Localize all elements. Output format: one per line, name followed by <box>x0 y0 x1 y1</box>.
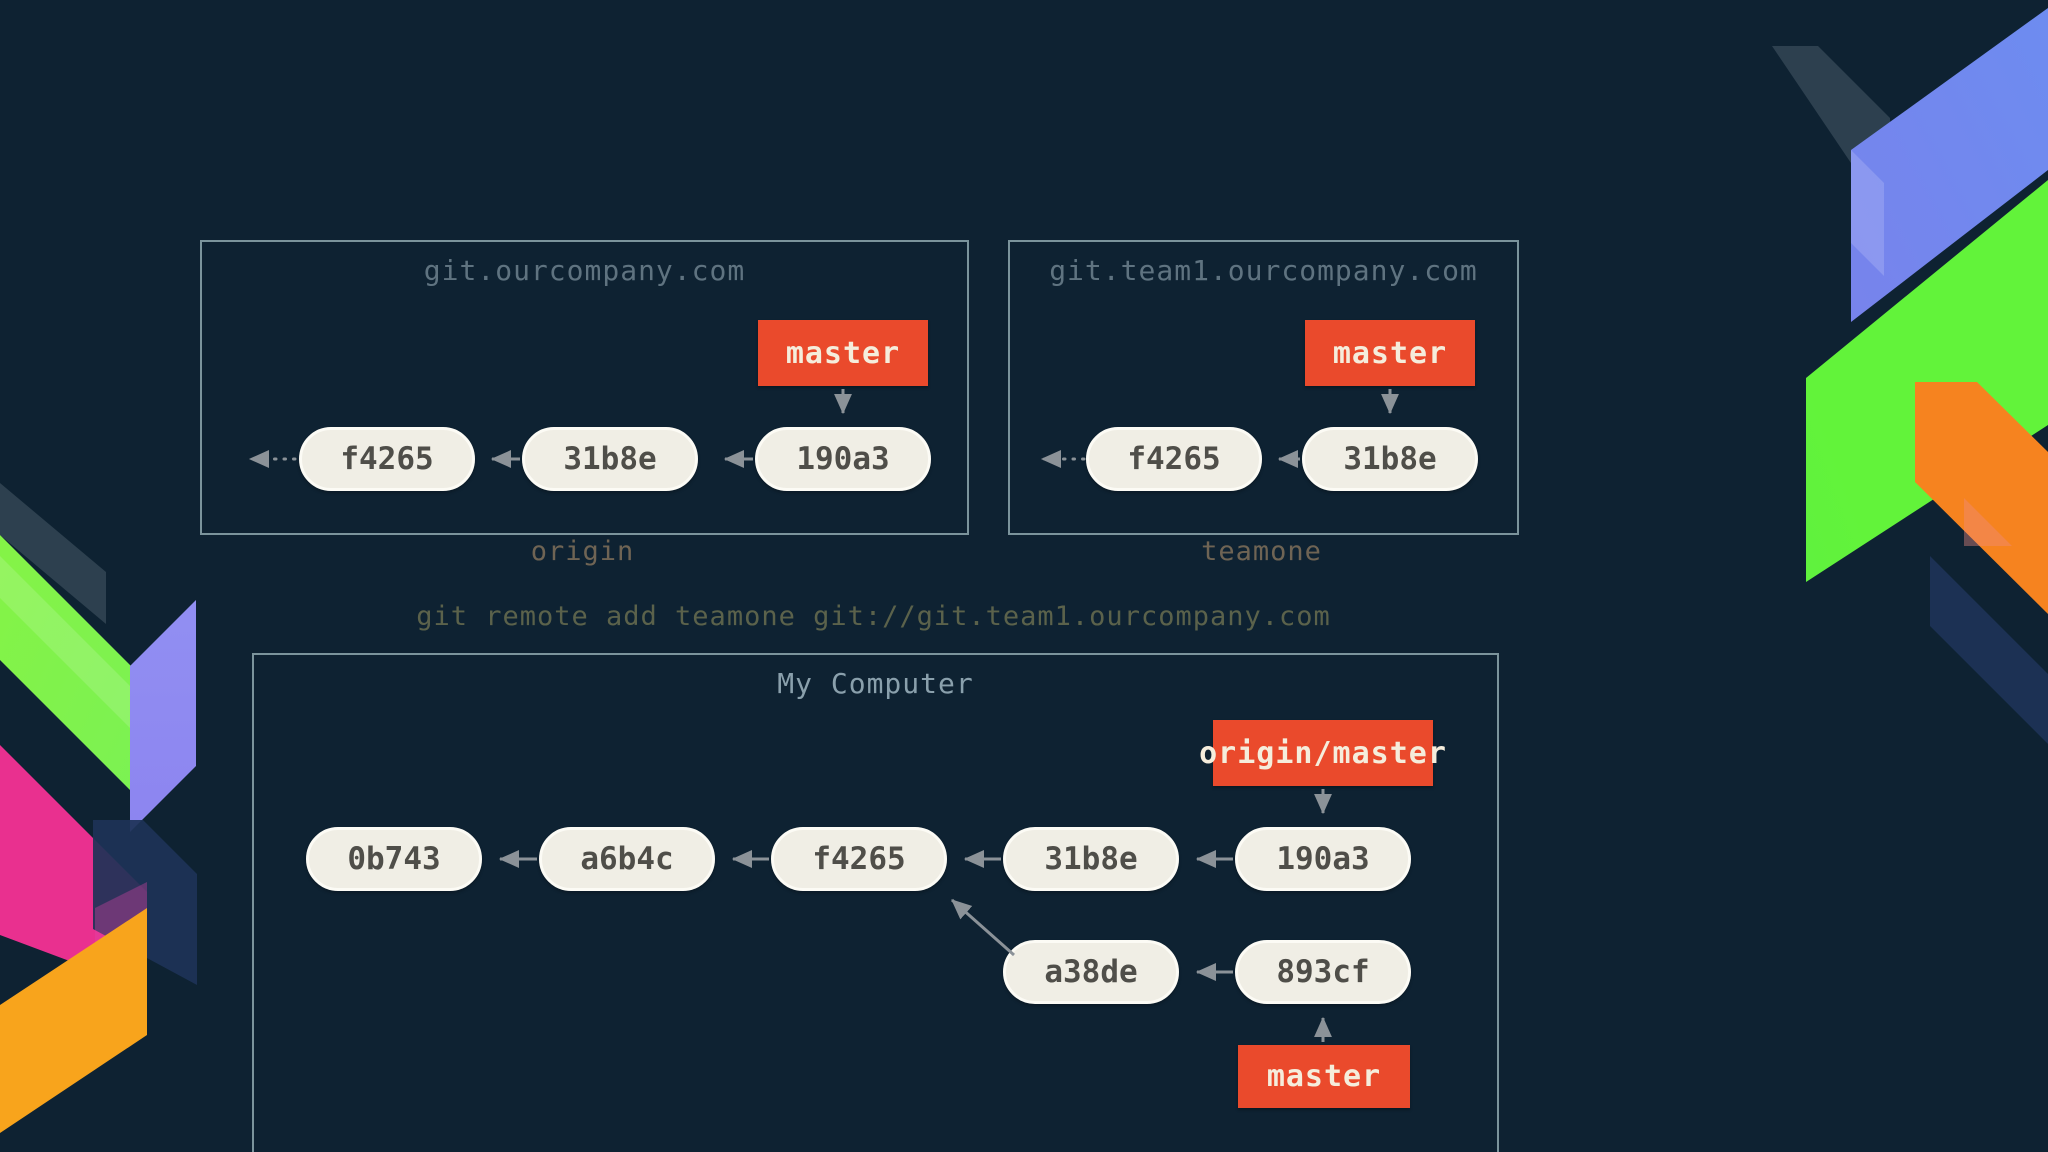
ref-badge-origin-master-local: origin/master <box>1199 720 1446 786</box>
commit-node-local-0b743: 0b743 <box>306 827 482 891</box>
commit-node-local-190a3: 190a3 <box>1235 827 1411 891</box>
commit-node-local-31b8e: 31b8e <box>1003 827 1179 891</box>
remote-box-teamone: git.team1.ourcompany.com <box>1008 240 1519 535</box>
commit-node-origin-190a3: 190a3 <box>755 427 931 491</box>
remote-teamone-label: teamone <box>1201 536 1322 567</box>
command-text: git remote add teamone git://git.team1.o… <box>416 601 1331 632</box>
branch-badge-local-master: master <box>1238 1045 1410 1108</box>
commit-node-local-893cf: 893cf <box>1235 940 1411 1004</box>
local-box-my-computer: My Computer <box>252 653 1499 1152</box>
commit-node-origin-f4265: f4265 <box>299 427 475 491</box>
commit-node-local-a6b4c: a6b4c <box>539 827 715 891</box>
remote-teamone-title: git.team1.ourcompany.com <box>1049 254 1478 287</box>
commit-node-local-f4265: f4265 <box>771 827 947 891</box>
remote-origin-label: origin <box>530 536 635 567</box>
branch-badge-origin-master: master <box>758 320 928 386</box>
local-title: My Computer <box>777 667 974 700</box>
commit-node-teamone-f4265: f4265 <box>1086 427 1262 491</box>
commit-node-teamone-31b8e: 31b8e <box>1302 427 1478 491</box>
branch-badge-teamone-master: master <box>1305 320 1475 386</box>
arrow-a38de-to-f4265 <box>951 898 1015 957</box>
commit-node-origin-31b8e: 31b8e <box>522 427 698 491</box>
remote-box-origin: git.ourcompany.com <box>200 240 969 535</box>
commit-node-local-a38de: a38de <box>1003 940 1179 1004</box>
remote-origin-title: git.ourcompany.com <box>423 254 746 287</box>
